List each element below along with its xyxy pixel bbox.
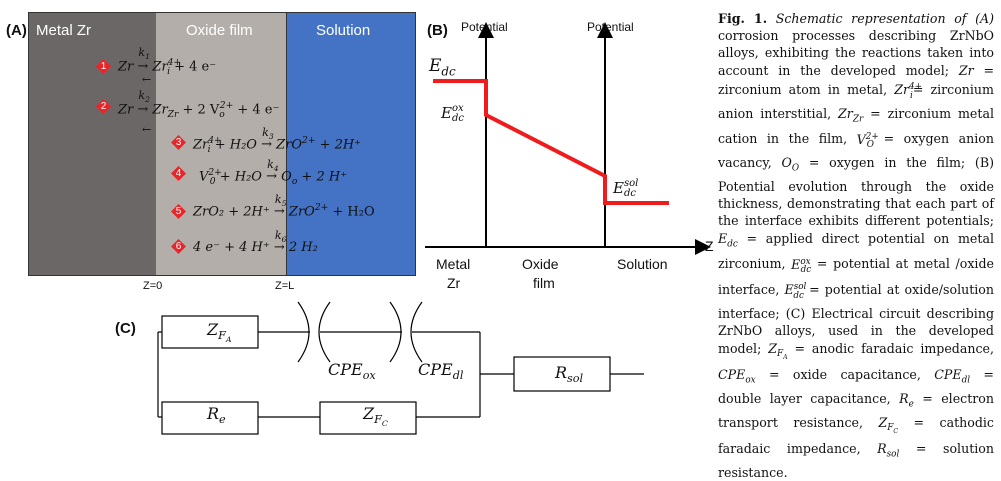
reaction-6: 4 e⁻ + 4 H⁺ k6→ 2 H₂ xyxy=(193,229,318,255)
caption-zfa: = anodic faradaic impedance, xyxy=(794,340,994,356)
z0-label: Z=0 xyxy=(143,280,163,292)
zl-label: Z=L xyxy=(275,280,295,292)
metal-label: Metal Zr xyxy=(36,22,92,39)
re-label: Re xyxy=(207,404,226,427)
oxide-label: Oxide film xyxy=(186,22,253,39)
caption-cpedl: = double layer capacitance, xyxy=(718,367,994,406)
zfa-label: ZFA xyxy=(207,320,232,345)
reaction-6-marker: 6 xyxy=(171,239,186,254)
caption-text-1: corrosion processes describing ZrNbO all… xyxy=(718,28,994,78)
caption-vo: = oxygen anion vacancy, xyxy=(718,131,994,171)
potential-curve xyxy=(433,79,669,205)
region-film: film xyxy=(533,275,555,291)
panel-c-label: (C) xyxy=(115,320,136,337)
region-metal: Metal xyxy=(436,256,471,272)
caption-zrzr: = zirconium metal cation in the film, xyxy=(718,105,994,147)
potential-plot xyxy=(425,22,711,255)
caption-re: = electron transport resistance, xyxy=(718,390,994,430)
caption-edcsol: = potential at oxide/solution interface;… xyxy=(718,282,994,356)
reaction-5-marker: 5 xyxy=(171,204,186,219)
solution-label: Solution xyxy=(316,22,371,39)
reaction-2: Zr k2→ ZrZr + 2 Vo2+ + 4 e⁻ xyxy=(118,89,280,120)
re-box xyxy=(161,401,259,435)
panel-b-label: (B) xyxy=(427,22,448,39)
caption-zri: = zirconium anion interstitial, xyxy=(718,82,994,121)
caption-fig-number: Fig. 1. xyxy=(718,11,768,26)
reaction-4-marker: 4 xyxy=(171,166,186,181)
equivalent-circuit xyxy=(157,301,644,435)
reaction-1: Zr k1→ Zr4+i + 4 e⁻ xyxy=(118,46,217,77)
caption-edc: = applied direct potential on metal zirc… xyxy=(718,230,994,272)
reaction-1-back-arrow: ← xyxy=(142,73,152,86)
edc-label: Edc xyxy=(429,56,456,79)
reaction-2-marker: 2 xyxy=(96,99,111,114)
caption-oo: = oxygen in the film; (B) Potential evol… xyxy=(718,155,994,229)
zfc-box xyxy=(319,401,417,435)
cpe-ox-label: CPEox xyxy=(328,360,376,383)
caption-zr: = zirconium atom in metal, xyxy=(718,62,994,97)
region-oxide: Oxide xyxy=(522,256,559,272)
caption-cpeox: = oxide capacitance, xyxy=(768,367,921,383)
region-solution: Solution xyxy=(617,256,668,272)
panel-a-label: (A) xyxy=(6,22,27,39)
reaction-5: ZrO₂ + 2H⁺ k5→ ZrO2+ + H₂O xyxy=(193,193,375,220)
figure-caption: Fig. 1. Schematic representation of (A) … xyxy=(718,11,994,480)
z-axis-label: Z xyxy=(705,238,714,254)
zfc-label: ZFC xyxy=(363,404,388,429)
reaction-2-back-arrow: ← xyxy=(142,123,152,136)
solution-region xyxy=(286,12,416,276)
potential-label-left: Potential xyxy=(461,20,508,34)
caption-title: Schematic representation of (A) xyxy=(775,11,994,26)
caption-edcox: = potential at metal /oxide interface, xyxy=(718,256,994,298)
reaction-3-marker: 3 xyxy=(171,135,186,150)
reaction-4: V2+0 + H₂O k4→ Oo + 2 H⁺ xyxy=(199,158,348,187)
cpe-dl-label: CPEdl xyxy=(418,360,464,383)
reaction-1-marker: 1 xyxy=(96,59,111,74)
region-zr: Zr xyxy=(447,275,461,291)
rsol-label: Rsol xyxy=(555,363,584,386)
reaction-3: Zr4+i + H₂O k3→ ZrO2+ + 2H⁺ xyxy=(193,126,362,155)
potential-label-right: Potential xyxy=(587,20,634,34)
